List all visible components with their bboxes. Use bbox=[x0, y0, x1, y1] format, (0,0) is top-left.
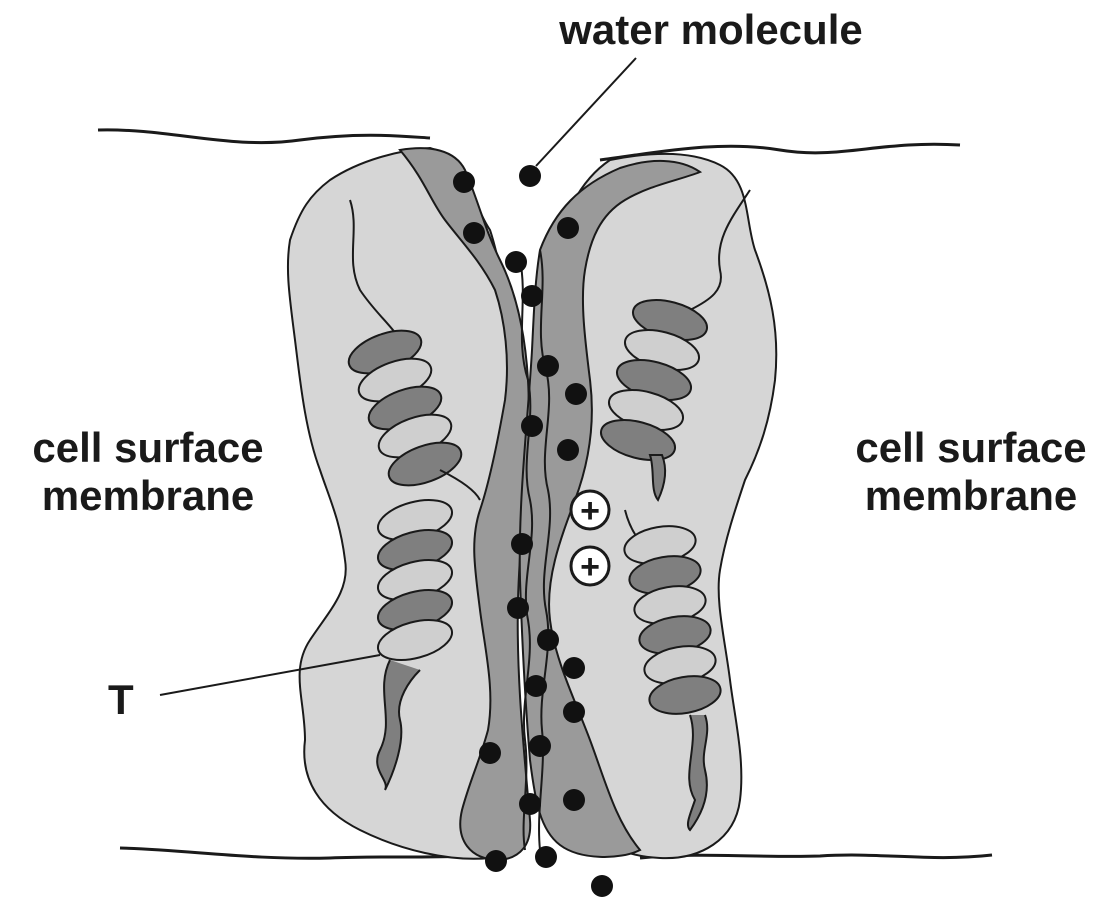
positive-ion-symbol: + bbox=[580, 492, 600, 530]
water-molecule-dot bbox=[563, 657, 585, 679]
membrane-top-line bbox=[98, 130, 960, 160]
water-molecule-dot bbox=[535, 846, 557, 868]
water-molecule-dot bbox=[565, 383, 587, 405]
water-molecule-dot bbox=[563, 701, 585, 723]
water-molecule-dot bbox=[507, 597, 529, 619]
positive-ion: + bbox=[571, 547, 609, 586]
water-molecule-dot bbox=[563, 789, 585, 811]
water-molecule-dot bbox=[521, 285, 543, 307]
water-molecule-dot bbox=[463, 222, 485, 244]
water-molecule-dot bbox=[519, 793, 541, 815]
water-molecule-dot bbox=[537, 629, 559, 651]
positive-ion: + bbox=[571, 491, 609, 530]
positive-ion-symbol: + bbox=[580, 548, 600, 586]
right-membrane-label-line2: membrane bbox=[836, 472, 1106, 520]
water-molecule-dot bbox=[557, 217, 579, 239]
water-molecule-dot bbox=[591, 875, 613, 897]
water-molecule-dot bbox=[479, 742, 501, 764]
right-protein-subunit bbox=[520, 154, 777, 858]
water-molecule-dot bbox=[519, 165, 541, 187]
water-molecule-dot bbox=[529, 735, 551, 757]
left-membrane-label-line2: membrane bbox=[8, 472, 288, 520]
right-membrane-label-line1: cell surface bbox=[836, 424, 1106, 472]
water-molecule-dot bbox=[525, 675, 547, 697]
water-molecule-dot bbox=[485, 850, 507, 872]
water-molecule-dot bbox=[511, 533, 533, 555]
water-molecule-dot bbox=[557, 439, 579, 461]
left-membrane-label: cell surface membrane bbox=[8, 424, 288, 521]
right-membrane-label: cell surface membrane bbox=[836, 424, 1106, 521]
water-molecule-leader-line bbox=[536, 58, 636, 166]
water-molecule-dot bbox=[505, 251, 527, 273]
water-molecule-dot bbox=[521, 415, 543, 437]
water-molecule-label: water molecule bbox=[0, 6, 1112, 54]
left-membrane-label-line1: cell surface bbox=[8, 424, 288, 472]
water-molecule-dot bbox=[537, 355, 559, 377]
t-label: T bbox=[108, 676, 134, 724]
water-molecule-dot bbox=[453, 171, 475, 193]
